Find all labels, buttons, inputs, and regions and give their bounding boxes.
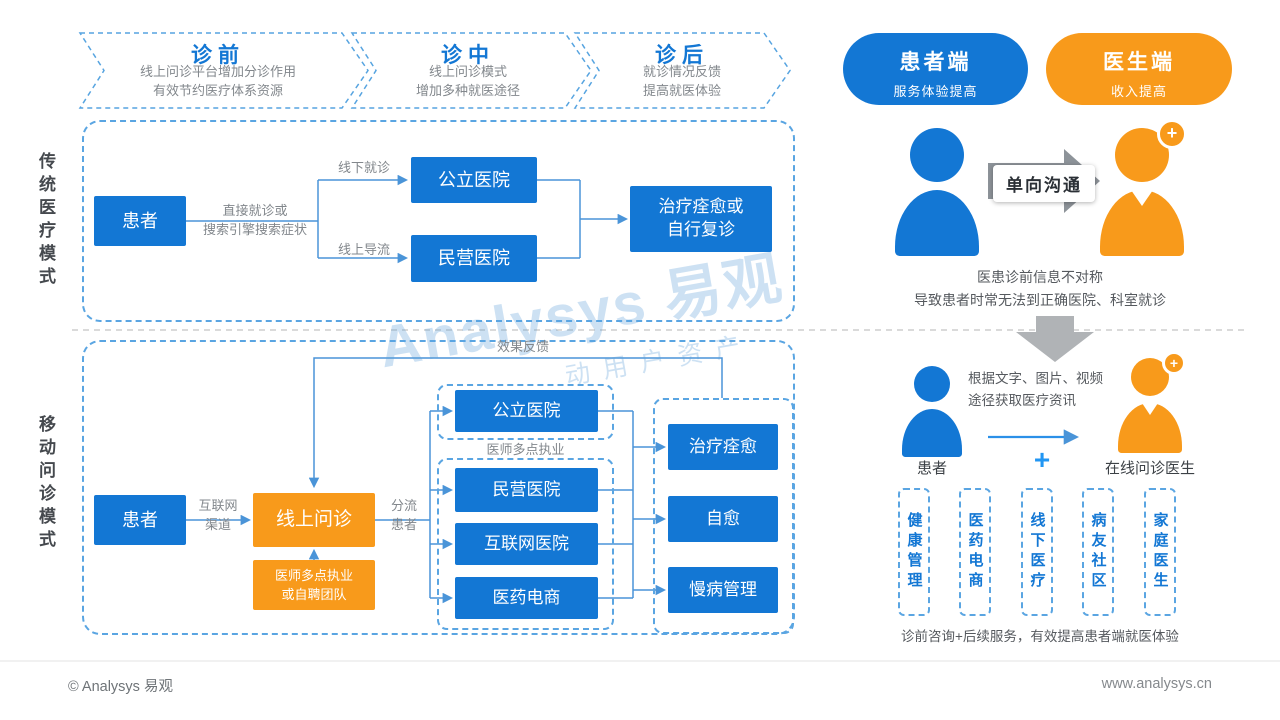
traditional-model-container bbox=[82, 120, 795, 322]
self-heal-node: 自愈 bbox=[668, 496, 778, 542]
patient-body bbox=[902, 409, 962, 457]
patient-head bbox=[914, 366, 950, 402]
hospital-group-dashed-frame bbox=[437, 458, 614, 630]
doctor-team-node: 医师多点执业 或自聘团队 bbox=[253, 560, 375, 610]
edge-label-feedback: 效果反馈 bbox=[496, 339, 549, 354]
phase-3-subtitle: 就诊情况反馈 提高就医体验 bbox=[642, 64, 721, 98]
doctor-icon-mobile bbox=[1118, 351, 1186, 454]
pharmacy-ecommerce-node: 医药电商 bbox=[455, 577, 598, 619]
service-box-family-doctor: 家庭医生 bbox=[1144, 488, 1176, 616]
phase-chevron-3 bbox=[573, 32, 791, 109]
footer-url: www.analysys.cn bbox=[1101, 676, 1212, 692]
patient-icon-traditional bbox=[895, 128, 979, 256]
mobile-caption: 诊前咨询+后续服务，有效提高患者端就医体验 bbox=[901, 629, 1179, 644]
edge-label-divert: 分流 患者 bbox=[390, 498, 417, 532]
service-box-offline: 线下医疗 bbox=[1021, 488, 1053, 616]
service-box-community: 病友社区 bbox=[1082, 488, 1114, 616]
side-label-mobile: 移动问诊模式 bbox=[36, 415, 55, 553]
cure-node: 治疗痊愈 bbox=[668, 424, 778, 470]
doctor-collar bbox=[1142, 403, 1158, 415]
public-hospital-node-traditional: 公立医院 bbox=[411, 157, 537, 203]
patient-side-pill: 患者端 服务体验提高 bbox=[843, 33, 1028, 105]
edge-label-offline: 线下就诊 bbox=[337, 160, 390, 175]
phase-1-title: 诊前 bbox=[191, 44, 245, 67]
patient-icon-mobile bbox=[902, 366, 962, 458]
public-hospital-dashed-frame bbox=[437, 384, 614, 440]
mobile-model-container bbox=[82, 340, 795, 635]
phase-chevron-2 bbox=[350, 32, 592, 109]
label-multi-practice: 医师多点执业 bbox=[486, 442, 565, 457]
phase-3-title: 诊后 bbox=[655, 44, 709, 67]
edge-label-online: 线上导流 bbox=[337, 242, 390, 257]
phase-chevron-1 bbox=[78, 32, 369, 109]
patient-node-mobile: 患者 bbox=[94, 495, 186, 545]
patient-head bbox=[910, 128, 964, 182]
service-box-health: 健康管理 bbox=[898, 488, 930, 616]
one-way-communication-label: 单向沟通 bbox=[993, 165, 1095, 202]
internet-hospital-node: 互联网医院 bbox=[455, 523, 598, 565]
chronic-care-node: 慢病管理 bbox=[668, 567, 778, 613]
private-hospital-node-mobile: 民营医院 bbox=[455, 468, 598, 512]
online-doctor-label: 在线问诊医生 bbox=[1104, 460, 1195, 477]
doctor-side-pill: 医生端 收入提高 bbox=[1046, 33, 1232, 105]
outcomes-dashed-frame bbox=[653, 398, 794, 634]
doctor-side-subtitle: 收入提高 bbox=[1110, 84, 1167, 99]
medical-cross-badge-icon bbox=[1157, 119, 1187, 149]
outcome-node-traditional: 治疗痊愈或 自行复诊 bbox=[630, 186, 772, 252]
plus-sign: + bbox=[1033, 444, 1051, 475]
patient-label: 患者 bbox=[916, 460, 947, 477]
service-box-pharmacy: 医药电商 bbox=[959, 488, 991, 616]
medical-cross-badge-icon bbox=[1162, 351, 1186, 375]
patient-body bbox=[895, 190, 979, 256]
side-label-traditional: 传统医疗模式 bbox=[36, 152, 55, 290]
patient-node-traditional: 患者 bbox=[94, 196, 186, 246]
doctor-collar bbox=[1131, 190, 1153, 206]
public-hospital-node-mobile: 公立医院 bbox=[455, 390, 598, 432]
patient-side-title: 患者端 bbox=[899, 51, 972, 74]
phase-2-subtitle: 线上问诊模式 增加多种就医途径 bbox=[415, 64, 520, 98]
phase-1-subtitle: 线上问诊平台增加分诊作用 有效节约医疗体系资源 bbox=[139, 64, 296, 98]
traditional-caption: 医患诊前信息不对称 导致患者时常无法到正确医院、科室就诊 bbox=[914, 269, 1166, 309]
footer-copyright: © Analysys 易观 bbox=[68, 679, 173, 695]
edge-label-channel: 互联网 渠道 bbox=[198, 498, 238, 532]
down-arrow-icon bbox=[1016, 316, 1094, 362]
private-hospital-node-traditional: 民营医院 bbox=[411, 235, 537, 282]
phase-2-title: 诊中 bbox=[441, 44, 495, 67]
online-consult-node: 线上问诊 bbox=[253, 493, 375, 547]
edge-label-direct: 直接就诊或 搜索引擎搜索症状 bbox=[202, 203, 307, 237]
consult-info-text: 根据文字、图片、视频 途径获取医疗资讯 bbox=[968, 371, 1103, 408]
patient-side-subtitle: 服务体验提高 bbox=[893, 84, 978, 99]
doctor-side-title: 医生端 bbox=[1103, 51, 1175, 74]
doctor-icon-traditional bbox=[1100, 119, 1187, 256]
